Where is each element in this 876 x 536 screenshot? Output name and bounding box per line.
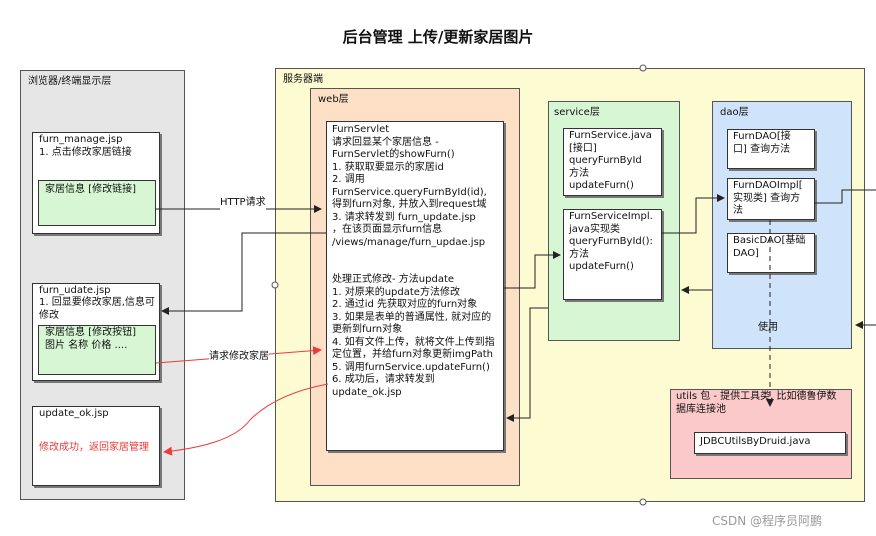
update-ok-jsp-box — [32, 406, 160, 486]
update-ok-message: 修改成功，返回家居管理 — [39, 442, 149, 453]
basic-dao-text: BasicDAO[基础 DAO] — [733, 235, 806, 259]
furn-dao-text: FurnDAO[接 口] 查询方法 — [733, 131, 791, 155]
forward-to-ok-arrow — [163, 383, 329, 456]
basic-dao-box — [727, 233, 815, 273]
servlet-to-service-arrow — [504, 251, 561, 289]
furn-dao-box — [727, 129, 815, 169]
server-layer-label: 服务器端 — [283, 74, 323, 85]
uses-label: 使用 — [758, 322, 778, 335]
service-to-dao-arrow — [662, 194, 725, 234]
page-title: 后台管理 上传/更新家居图片 — [342, 28, 534, 46]
furn-service-impl-box — [563, 209, 662, 300]
service-layer-label: service层 — [554, 107, 600, 118]
furn-manage-inner-text: 家居信息 [修改链接] — [45, 184, 136, 195]
forward-to-update-arrow — [161, 232, 326, 315]
browser-layer-label: 浏览器/终端显示层 — [28, 76, 112, 87]
furn-service-impl-text: FurnServiceImpl. java实现类 queryFurnById()… — [569, 211, 653, 272]
furn-manage-jsp-header: furn_manage.jsp — [39, 134, 123, 145]
furn-manage-jsp-step: 1. 点击修改家居链接 — [39, 147, 132, 158]
furn-servlet-text: FurnServlet 请求回显某个家居信息 - FurnServlet的sho… — [332, 124, 495, 398]
http-request-label: HTTP请求 — [220, 197, 266, 210]
dao-layer-label: dao层 — [720, 107, 749, 118]
web-layer-label: web层 — [318, 94, 349, 105]
furn-dao-impl-box — [727, 178, 815, 220]
jdbc-utils-text: JDBCUtilsByDruid.java — [700, 436, 811, 447]
furn-dao-impl-text: FurnDAOImpl[ 实现类] 查询方 法 — [733, 180, 803, 216]
watermark: CSDN @程序员阿鹏 — [712, 514, 823, 528]
service-to-servlet-arrow — [506, 307, 548, 422]
furn-update-jsp-step: 1. 回显要修改家居,信息可修改 — [39, 297, 155, 321]
jdbc-utils-box — [694, 432, 846, 454]
request-modify-label: 请求修改家居 — [209, 351, 269, 364]
furn-update-inner-box — [38, 325, 156, 375]
furn-service-interface-text: FurnService.java [接口] queryFurnById 方法 u… — [569, 130, 652, 191]
furn-manage-inner-box — [38, 180, 156, 226]
update-ok-jsp-header: update_ok.jsp — [39, 408, 109, 419]
furn-service-interface-box — [563, 128, 662, 196]
furn-servlet-box — [326, 121, 504, 451]
furn-update-jsp-header: furn_udate.jsp — [39, 285, 111, 296]
dao-to-db-arrow — [815, 189, 876, 204]
utils-package-label: utils 包 - 提供工具类, 比如德鲁伊数 据库连接池 — [676, 391, 837, 415]
furn-update-inner-text: 家居信息 [修改按钮] 图片 名称 价格 .... — [45, 327, 136, 351]
